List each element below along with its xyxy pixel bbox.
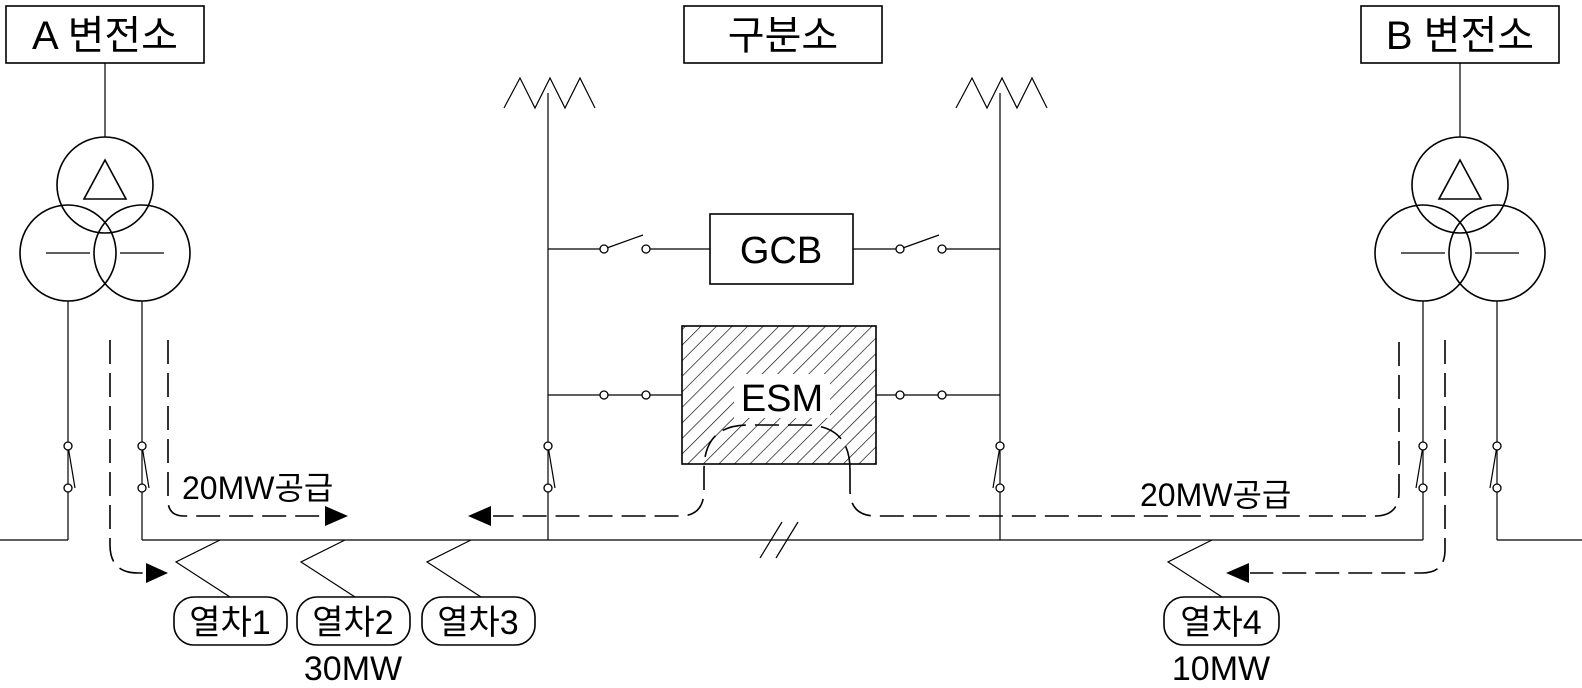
svg-text:A 변전소: A 변전소 bbox=[32, 14, 178, 58]
train-3: 열차3 bbox=[421, 539, 536, 646]
flow-a-to-train1 bbox=[109, 340, 168, 583]
flow-b-to-train4 bbox=[1226, 340, 1446, 583]
right-supply-label: 20MW공급 bbox=[1140, 477, 1291, 513]
svg-text:구분소: 구분소 bbox=[728, 14, 838, 58]
svg-text:열차3: 열차3 bbox=[437, 604, 518, 642]
left-load-label: 30MW bbox=[304, 650, 402, 688]
train-2: 열차2 bbox=[296, 539, 411, 646]
station-b-label: B 변전소 bbox=[1360, 5, 1560, 64]
station-a-label: A 변전소 bbox=[5, 5, 205, 64]
train-1: 열차1 bbox=[173, 539, 288, 646]
flow-a-to-train2 bbox=[167, 340, 348, 526]
transformer-b-icon bbox=[1374, 63, 1546, 540]
flow-esm-to-train3 bbox=[468, 424, 851, 526]
gcb-breaker: GCB bbox=[709, 213, 854, 285]
transformer-a-icon bbox=[19, 63, 191, 540]
lightning-arrester-left-icon bbox=[503, 76, 596, 540]
svg-text:B 변전소: B 변전소 bbox=[1386, 14, 1534, 58]
left-supply-label: 20MW공급 bbox=[182, 470, 333, 506]
gcb-branch bbox=[548, 234, 1000, 254]
svg-text:GCB: GCB bbox=[740, 230, 822, 272]
transformer-a-switches bbox=[63, 441, 150, 493]
sectioning-post-label: 구분소 bbox=[683, 5, 883, 64]
lightning-arrester-right-icon bbox=[955, 76, 1048, 540]
train-4: 열차4 bbox=[1163, 539, 1280, 646]
svg-text:열차2: 열차2 bbox=[312, 604, 393, 642]
section-break-mark bbox=[759, 521, 799, 559]
svg-text:ESM: ESM bbox=[741, 378, 823, 420]
svg-text:열차1: 열차1 bbox=[189, 604, 270, 642]
esm-storage-unit: ESM bbox=[681, 325, 877, 465]
transformer-b-switches bbox=[1415, 441, 1502, 493]
flow-esm-to-b bbox=[849, 340, 1400, 517]
esm-branch bbox=[548, 390, 1000, 400]
right-load-label: 10MW bbox=[1172, 650, 1270, 688]
svg-text:열차4: 열차4 bbox=[1180, 604, 1261, 642]
